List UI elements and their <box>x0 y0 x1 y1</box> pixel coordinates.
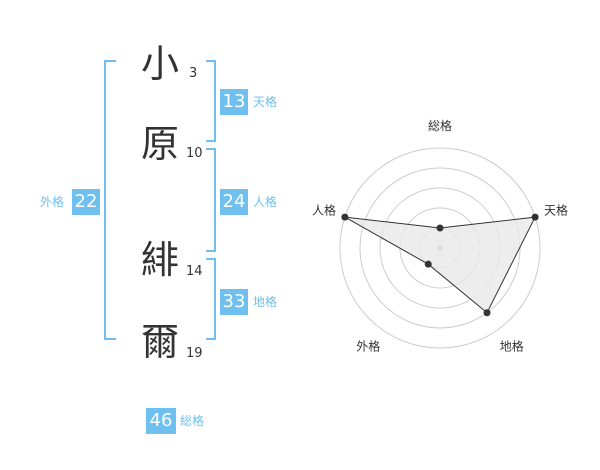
radar-ring-5 <box>339 147 541 349</box>
name-char-2: 原 <box>141 122 180 166</box>
jin-badge: 24 <box>220 189 248 215</box>
gai-label: 外格 <box>40 195 65 209</box>
name-char-3: 緋 <box>141 238 180 282</box>
radar-axis-label-0: 総格 <box>428 118 452 133</box>
ten-bracket <box>206 60 216 142</box>
radar-axis-label-3: 外格 <box>356 339 380 354</box>
radar-point-3 <box>424 260 432 268</box>
sou-label: 総格 <box>180 414 205 428</box>
name-char-1: 小 <box>141 42 180 86</box>
ten-label: 天格 <box>253 95 278 109</box>
gai-badge: 22 <box>72 189 100 215</box>
name-char-4: 爾 <box>141 320 180 364</box>
radar-point-1 <box>531 213 539 221</box>
gai-bracket <box>104 60 116 340</box>
stroke-count-1: 3 <box>189 66 198 81</box>
sou-badge: 46 <box>146 408 176 434</box>
radar-point-0 <box>436 224 444 232</box>
radar-axis-label-4: 人格 <box>312 202 336 217</box>
radar-points <box>341 213 539 317</box>
stroke-count-4: 19 <box>186 346 203 361</box>
chi-badge: 33 <box>220 289 248 315</box>
chi-label: 地格 <box>253 295 278 309</box>
stroke-count-2: 10 <box>186 146 203 161</box>
radar-point-4 <box>341 213 349 221</box>
jin-bracket <box>206 148 216 252</box>
jin-label: 人格 <box>253 195 278 209</box>
stroke-count-3: 14 <box>186 264 203 279</box>
chi-bracket <box>206 258 216 340</box>
radar-point-2 <box>483 309 491 317</box>
radar-axis-label-1: 天格 <box>544 202 568 217</box>
radar-series-area <box>344 216 536 314</box>
ten-badge: 13 <box>220 89 248 115</box>
radar-axis-label-2: 地格 <box>500 339 524 354</box>
